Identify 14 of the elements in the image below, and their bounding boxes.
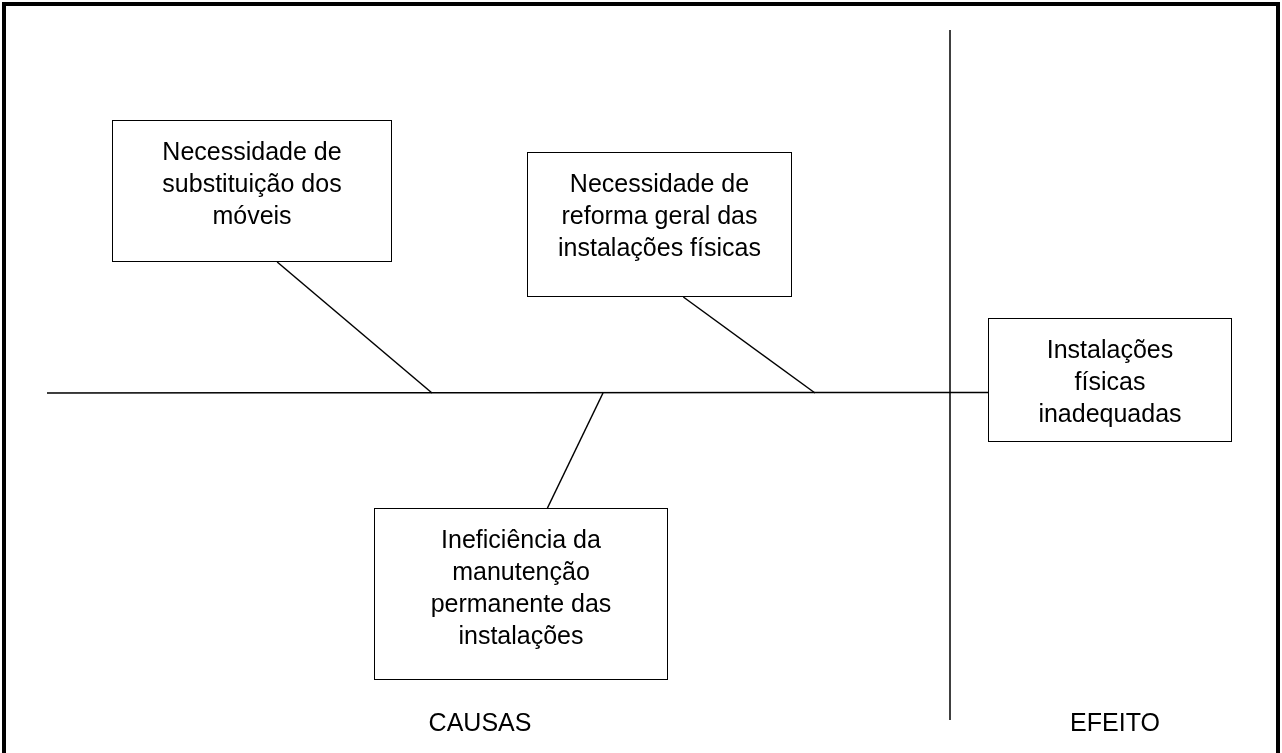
bone-line [546, 392, 604, 509]
box-text: Necessidade de reforma geral das instalações físicas [557, 168, 762, 263]
cause-box [374, 508, 668, 680]
bone-line [276, 261, 433, 394]
cause-box [527, 152, 792, 297]
section-label: EFEITO [1070, 708, 1160, 737]
cause-box [988, 318, 1232, 442]
bone-line [682, 296, 816, 394]
box-text: Instalações físicas inadequadas [1037, 334, 1183, 429]
box-text: Ineficiência da manutenção permanente das instalações [429, 524, 613, 651]
box-text: Necessidade de substituição dos móveis [161, 136, 343, 231]
section-label: CAUSAS [428, 708, 532, 737]
spine-line [46, 391, 989, 394]
cause-box [112, 120, 392, 262]
